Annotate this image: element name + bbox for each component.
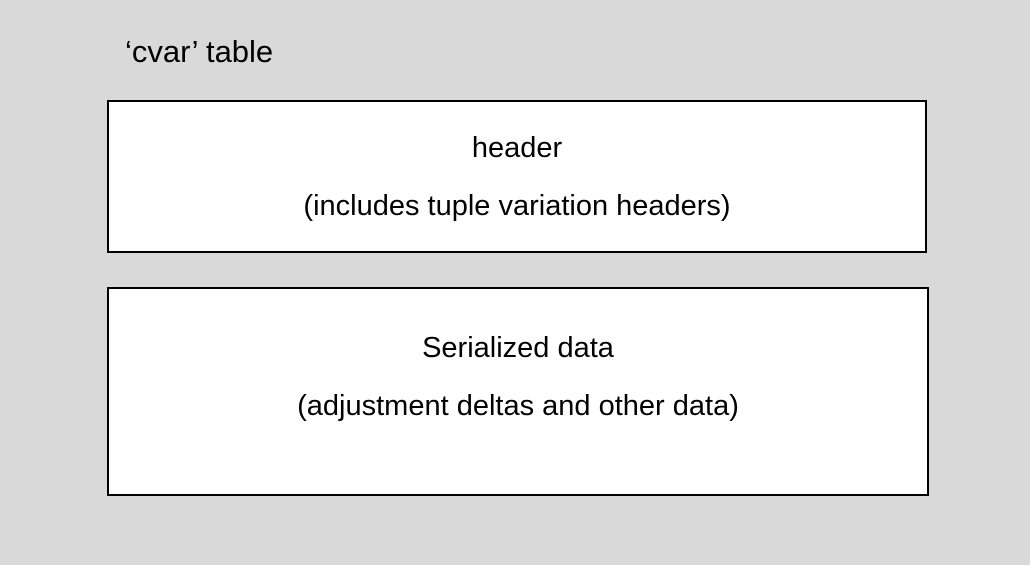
header-box: header (includes tuple variation headers… [107, 100, 927, 253]
serialized-data-box-subtitle: (adjustment deltas and other data) [297, 390, 739, 422]
serialized-data-box-title: Serialized data [422, 332, 614, 364]
diagram-title: ‘cvar’ table [125, 34, 274, 69]
serialized-data-box: Serialized data (adjustment deltas and o… [107, 287, 929, 496]
header-box-title: header [471, 132, 563, 164]
header-box-subtitle: (includes tuple variation headers) [303, 190, 731, 222]
